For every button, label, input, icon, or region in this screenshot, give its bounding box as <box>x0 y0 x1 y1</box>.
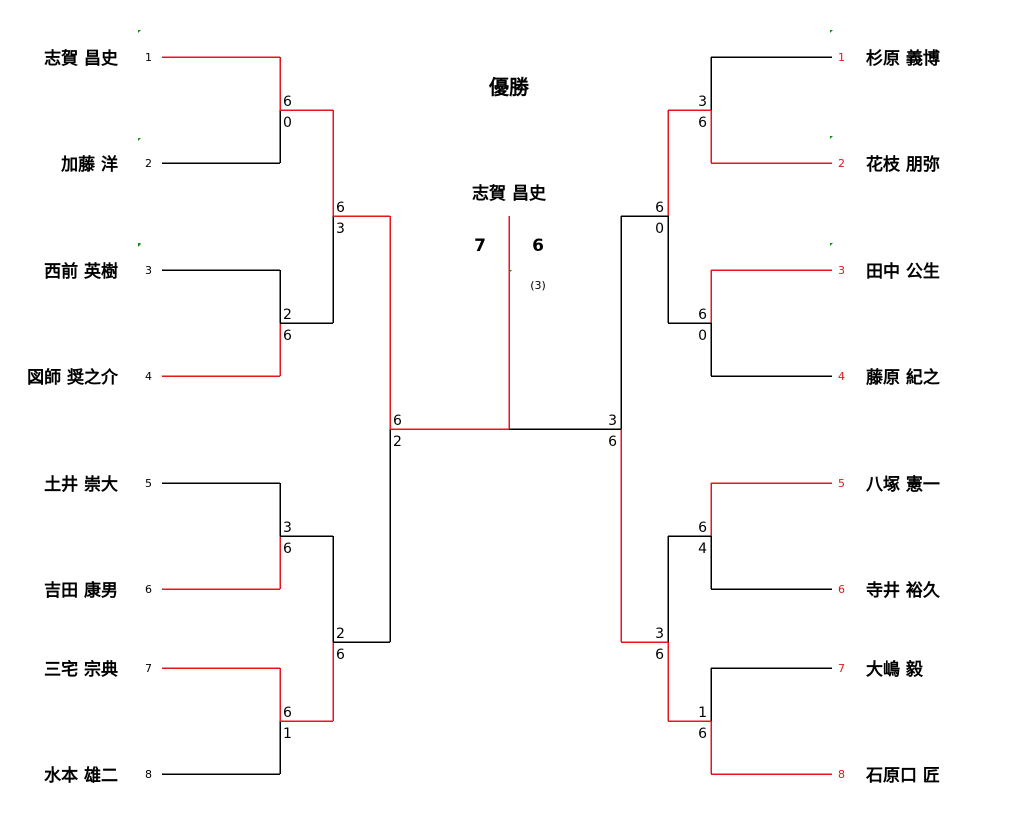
right-player-name: 杉原 義博 <box>866 48 940 69</box>
final-score-right: 6 <box>532 236 544 256</box>
right-r2-score-bottom: 6 <box>655 647 664 663</box>
right-r2-score-top: 6 <box>655 200 664 216</box>
left-r3-score-bottom: 2 <box>393 434 402 450</box>
left-r2-score-top: 2 <box>336 626 345 642</box>
left-r1-score-top: 2 <box>283 307 292 323</box>
left-player-seed: 1 <box>145 51 152 64</box>
left-player-name: 西前 英樹 <box>44 261 118 282</box>
right-r3-score-top: 3 <box>608 413 617 429</box>
seed-marker-icon <box>138 30 141 33</box>
right-player-name: 石原口 匠 <box>865 766 940 786</box>
right-player-seed: 2 <box>838 157 845 170</box>
left-player-name: 志賀 昌史 <box>44 48 119 69</box>
seed-marker-icon <box>830 136 833 139</box>
right-player-seed: 8 <box>838 768 845 781</box>
right-r1-score-top: 3 <box>698 94 707 110</box>
left-player-seed: 3 <box>145 264 152 277</box>
left-player-seed: 2 <box>145 157 152 170</box>
left-r1-score-bottom: 0 <box>283 115 292 131</box>
left-r2-score-bottom: 6 <box>336 647 345 663</box>
title: 優勝 <box>488 75 530 99</box>
seed-marker-icon <box>138 138 141 141</box>
left-player-seed: 4 <box>145 370 152 383</box>
right-player-seed: 5 <box>838 477 845 490</box>
right-player-name: 藤原 紀之 <box>866 367 940 388</box>
right-r1-score-bottom: 4 <box>698 541 707 557</box>
right-r1-score-bottom: 6 <box>698 115 707 131</box>
left-player-seed: 6 <box>145 583 152 596</box>
seed-marker-icon <box>138 244 141 247</box>
left-r1-score-top: 3 <box>283 520 292 536</box>
right-player-name: 田中 公生 <box>866 261 940 282</box>
seed-marker-icon <box>830 243 833 246</box>
left-player-name: 加藤 洋 <box>60 154 118 175</box>
left-player-name: 水本 雄二 <box>44 765 118 786</box>
right-r1-score-bottom: 6 <box>698 726 707 742</box>
right-r2-score-top: 3 <box>655 626 664 642</box>
right-player-name: 花枝 朋弥 <box>866 154 940 175</box>
right-player-seed: 3 <box>838 264 845 277</box>
right-r2-score-bottom: 0 <box>655 221 664 237</box>
left-player-seed: 8 <box>145 768 152 781</box>
right-player-seed: 4 <box>838 370 845 383</box>
left-r1-score-bottom: 6 <box>283 328 292 344</box>
left-r3-score-top: 6 <box>393 413 402 429</box>
right-player-name: 大嶋 毅 <box>866 659 924 680</box>
seed-marker-icon <box>830 30 833 33</box>
left-r2-score-bottom: 3 <box>336 221 345 237</box>
champion-name: 志賀 昌史 <box>472 183 547 204</box>
tiebreak-marker-icon <box>509 270 512 273</box>
right-r1-score-top: 1 <box>698 705 707 721</box>
right-r1-score-top: 6 <box>698 307 707 323</box>
left-player-name: 図師 奨之介 <box>27 367 119 388</box>
right-player-seed: 7 <box>838 662 845 675</box>
left-player-name: 土井 崇大 <box>44 474 118 495</box>
right-r1-score-bottom: 0 <box>698 328 707 344</box>
left-player-name: 吉田 康男 <box>44 580 118 601</box>
left-player-seed: 7 <box>145 662 152 675</box>
left-r1-score-top: 6 <box>283 705 292 721</box>
left-player-name: 三宅 宗典 <box>44 659 118 680</box>
right-player-seed: 6 <box>838 583 845 596</box>
right-player-name: 寺井 裕久 <box>866 580 940 601</box>
right-player-name: 八塚 憲一 <box>866 474 940 495</box>
final-tiebreak: (3) <box>530 279 546 292</box>
final-score-left: 7 <box>474 236 486 256</box>
left-r1-score-bottom: 6 <box>283 541 292 557</box>
right-player-seed: 1 <box>838 51 845 64</box>
left-r1-score-bottom: 1 <box>283 726 292 742</box>
right-r1-score-top: 6 <box>698 520 707 536</box>
left-player-seed: 5 <box>145 477 152 490</box>
left-r1-score-top: 6 <box>283 94 292 110</box>
left-r2-score-top: 6 <box>336 200 345 216</box>
right-r3-score-bottom: 6 <box>608 434 617 450</box>
